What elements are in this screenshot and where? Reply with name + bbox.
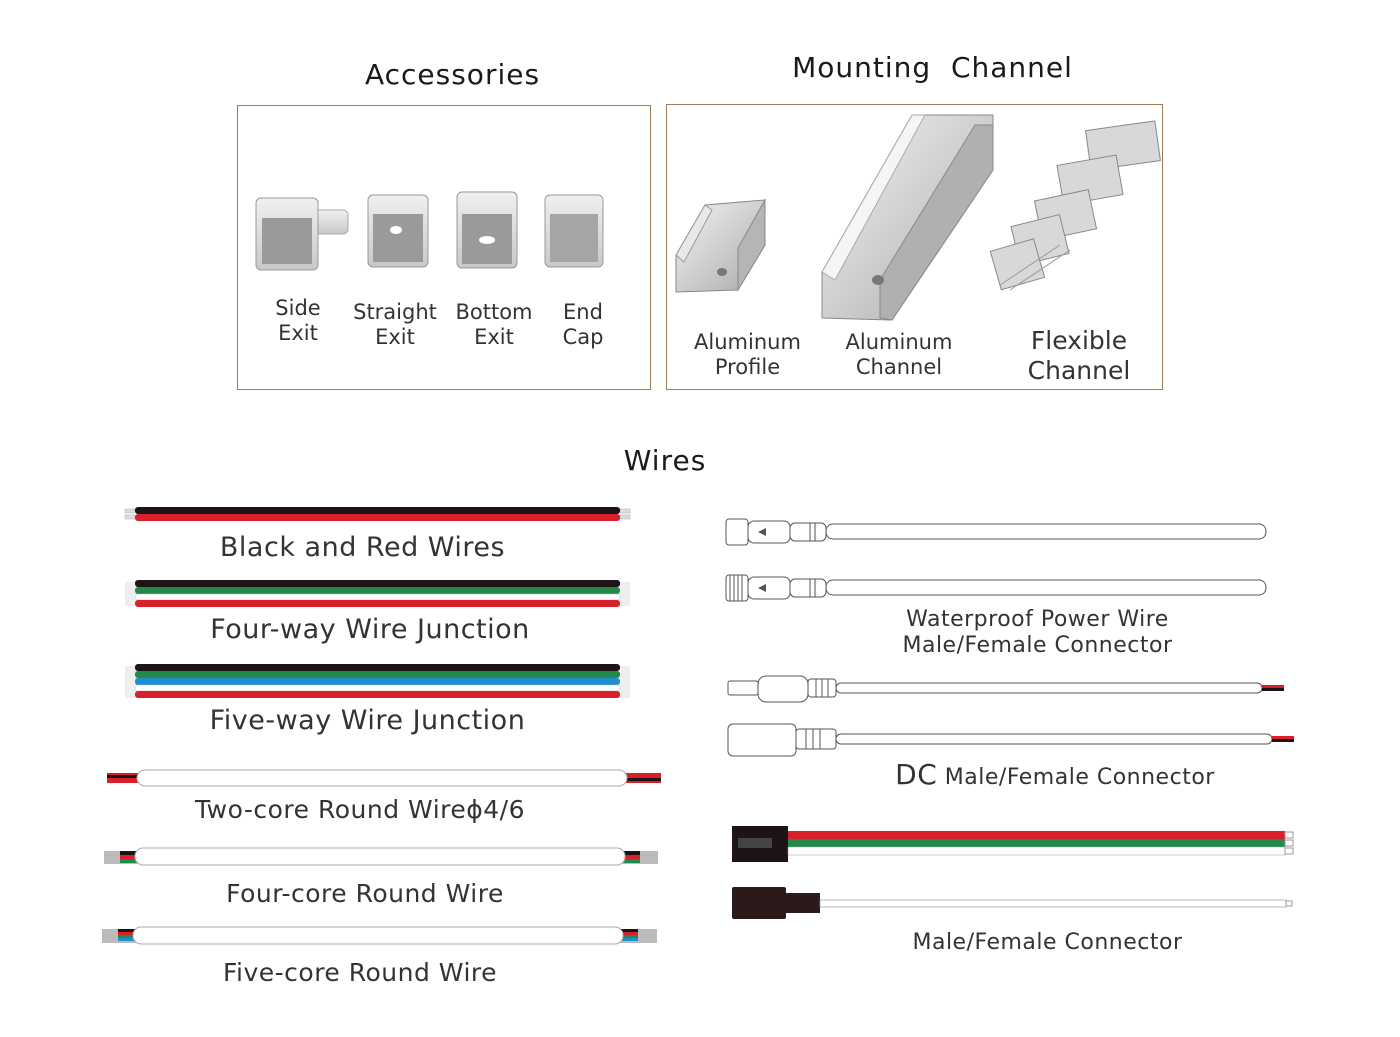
wires-title: Wires (623, 444, 707, 477)
dc-female-connector (727, 723, 1294, 757)
aluminum-channel-label: Aluminum Channel (845, 330, 953, 379)
dc-connector-label: DC Male/Female Connector (880, 761, 1230, 791)
four-way-junction-label: Four-way Wire Junction (210, 614, 530, 645)
four-way-wires (125, 580, 630, 607)
five-core-round-wire (102, 926, 657, 945)
end-cap-label: End Cap (562, 300, 604, 349)
male-female-connector-label: Male/Female Connector (912, 930, 1183, 955)
aluminum-profile-label: Aluminum Profile (694, 330, 801, 379)
five-core-round-wire-label: Five-core Round Wire (222, 958, 498, 987)
straight-exit-cap (367, 194, 429, 268)
dc-suffix: Male/Female Connector (937, 765, 1215, 790)
two-core-round-wire-label: Two-core Round Wireϕ4/6 (195, 795, 525, 824)
dc-male-connector (727, 675, 1284, 703)
flexible-channel (989, 120, 1161, 291)
flexible-channel-label: Flexible Channel (1027, 326, 1131, 385)
straight-exit-label: Straight Exit (353, 300, 437, 349)
four-core-round-wire-label: Four-core Round Wire (226, 879, 504, 908)
black-red-wires-label: Black and Red Wires (219, 532, 506, 563)
waterproof-female-connector (725, 518, 1267, 546)
black-red-wires (124, 507, 631, 521)
dc-prefix: DC (895, 758, 938, 791)
waterproof-wire-label: Waterproof Power Wire Male/Female Connec… (902, 607, 1173, 658)
end-cap (544, 194, 604, 268)
waterproof-male-connector (725, 574, 1267, 602)
three-pin-connector (732, 826, 1294, 862)
bottom-exit-label: Bottom Exit (455, 300, 533, 349)
five-way-junction-label: Five-way Wire Junction (209, 705, 526, 736)
four-core-round-wire (104, 847, 658, 866)
five-way-wires (125, 664, 630, 698)
two-core-round-wire (107, 769, 661, 787)
mounting-title: Mounting Channel (792, 51, 1073, 84)
accessories-title: Accessories (364, 58, 541, 91)
side-exit-label: Side Exit (275, 296, 321, 345)
side-exit-cap (255, 197, 349, 271)
aluminum-channel (821, 114, 994, 321)
single-pin-connector (732, 887, 1293, 919)
bottom-exit-cap (456, 191, 518, 269)
aluminum-profile (675, 198, 766, 293)
